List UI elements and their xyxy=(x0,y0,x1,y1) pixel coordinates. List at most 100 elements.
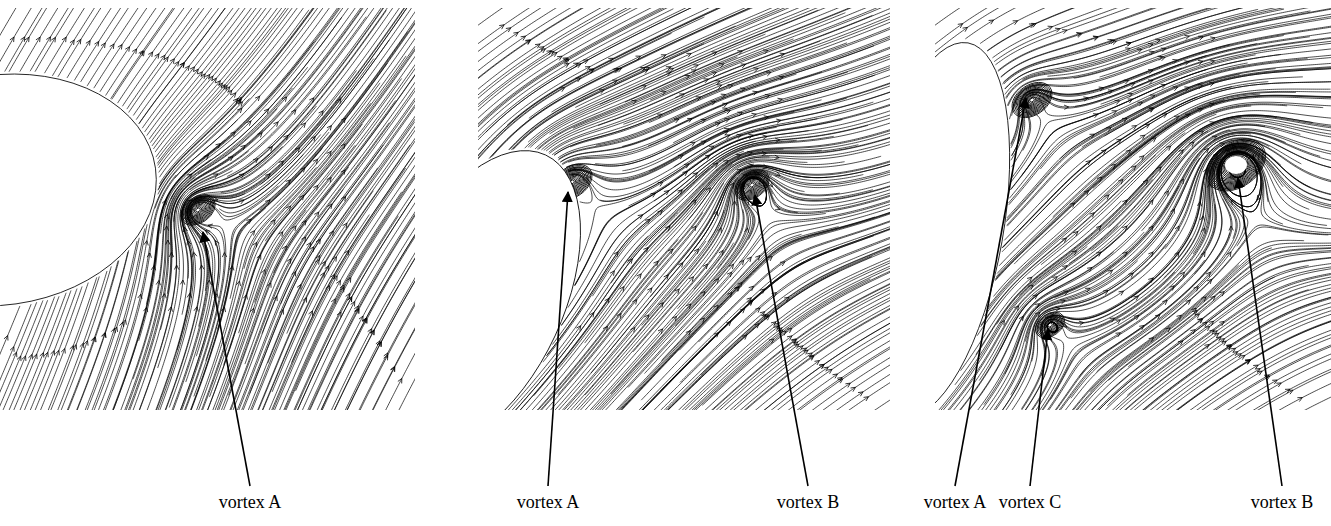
streamline xyxy=(100,8,159,92)
flow-arrow xyxy=(651,193,656,197)
flow-arrow xyxy=(295,148,300,153)
flow-arrow xyxy=(1072,251,1077,255)
streamline xyxy=(742,177,890,239)
streamline xyxy=(528,8,820,142)
flow-arrow xyxy=(1064,105,1069,109)
flow-arrow xyxy=(780,262,785,266)
flow-arrow xyxy=(169,252,173,257)
streamline xyxy=(1157,309,1331,410)
flow-arrow xyxy=(1097,177,1102,182)
flow-arrow xyxy=(222,253,226,258)
streamline xyxy=(720,292,890,410)
flow-arrow xyxy=(1139,156,1144,161)
flow-arrow xyxy=(138,294,142,299)
flow-arrow xyxy=(1115,101,1120,105)
streamline xyxy=(726,296,890,410)
flow-arrow xyxy=(1198,85,1203,89)
streamline xyxy=(818,362,890,410)
flow-arrow xyxy=(1198,319,1203,323)
flow-arrow xyxy=(1219,292,1224,297)
flow-arrow xyxy=(608,58,613,62)
flow-arrow xyxy=(336,280,340,285)
flow-arrow xyxy=(1116,139,1121,143)
streamline xyxy=(1131,144,1331,298)
flow-arrow xyxy=(151,266,155,271)
flow-arrow xyxy=(91,337,95,342)
flow-arrow xyxy=(125,47,129,52)
flow-panel xyxy=(0,8,415,410)
streamline xyxy=(1297,395,1331,410)
streamline xyxy=(1230,357,1331,410)
streamline xyxy=(94,8,150,88)
streamline xyxy=(39,283,88,410)
vortex-core xyxy=(177,190,219,230)
streamline xyxy=(642,169,890,325)
flow-arrow xyxy=(340,285,344,290)
vortex-core xyxy=(1005,75,1058,125)
flow-arrow xyxy=(390,367,394,372)
streamline xyxy=(1171,319,1331,410)
flow-arrow xyxy=(70,40,74,45)
flow-arrow xyxy=(303,298,307,303)
flow-arrow xyxy=(162,200,166,205)
flow-arrow xyxy=(686,304,691,309)
flow-arrow xyxy=(689,277,694,282)
flow-arrow xyxy=(563,59,568,63)
flow-arrow xyxy=(755,256,760,261)
flow-arrow xyxy=(1226,345,1231,349)
flow-arrow xyxy=(1014,306,1019,311)
streamline xyxy=(180,8,386,278)
flow-arrow xyxy=(1200,216,1204,221)
streamline xyxy=(559,168,863,410)
flow-arrow xyxy=(525,40,530,44)
flow-arrow xyxy=(292,226,296,231)
flow-arrow xyxy=(120,322,124,327)
flow-arrow xyxy=(1148,252,1153,257)
flow-arrow xyxy=(1207,279,1212,284)
flow-arrow xyxy=(311,136,316,141)
flow-arrow xyxy=(147,253,151,258)
flow-arrow xyxy=(659,303,664,308)
flow-arrow xyxy=(250,231,254,236)
streamline xyxy=(984,132,1286,405)
streamline xyxy=(319,227,415,410)
flow-arrow xyxy=(326,286,330,291)
streamline xyxy=(794,347,890,410)
streamline xyxy=(345,274,415,410)
streamline xyxy=(187,8,407,291)
flow-arrow xyxy=(1110,40,1115,44)
streamline xyxy=(618,212,890,410)
streamline xyxy=(185,8,396,205)
flow-arrow xyxy=(722,103,727,107)
streamline xyxy=(701,277,890,410)
streamline xyxy=(868,397,890,410)
vortex-core xyxy=(1014,84,1049,117)
flow-arrow xyxy=(1150,95,1155,99)
streamline xyxy=(255,59,415,303)
flow-arrow xyxy=(1096,252,1101,257)
flow-arrow xyxy=(253,159,258,164)
streamline xyxy=(329,245,415,410)
vortex-core xyxy=(745,179,758,191)
flow-arrow xyxy=(46,37,50,42)
streamline xyxy=(1021,143,1281,409)
streamline xyxy=(478,8,590,81)
streamline xyxy=(174,8,371,222)
leader-line xyxy=(955,98,1026,486)
streamline xyxy=(112,8,178,99)
flow-arrow xyxy=(1125,48,1130,52)
streamline xyxy=(23,290,71,410)
flow-arrow xyxy=(1255,369,1260,373)
flow-arrow xyxy=(1149,51,1154,55)
flow-arrow xyxy=(740,309,745,314)
flow-arrow xyxy=(51,37,55,42)
flow-arrow xyxy=(1201,297,1206,302)
flow-arrow xyxy=(539,47,544,51)
streamline xyxy=(1138,296,1331,410)
flow-arrow xyxy=(1245,360,1250,364)
flow-arrow xyxy=(286,206,291,211)
flow-arrow xyxy=(118,45,122,50)
flow-arrow xyxy=(354,306,358,311)
streamline xyxy=(736,303,890,410)
